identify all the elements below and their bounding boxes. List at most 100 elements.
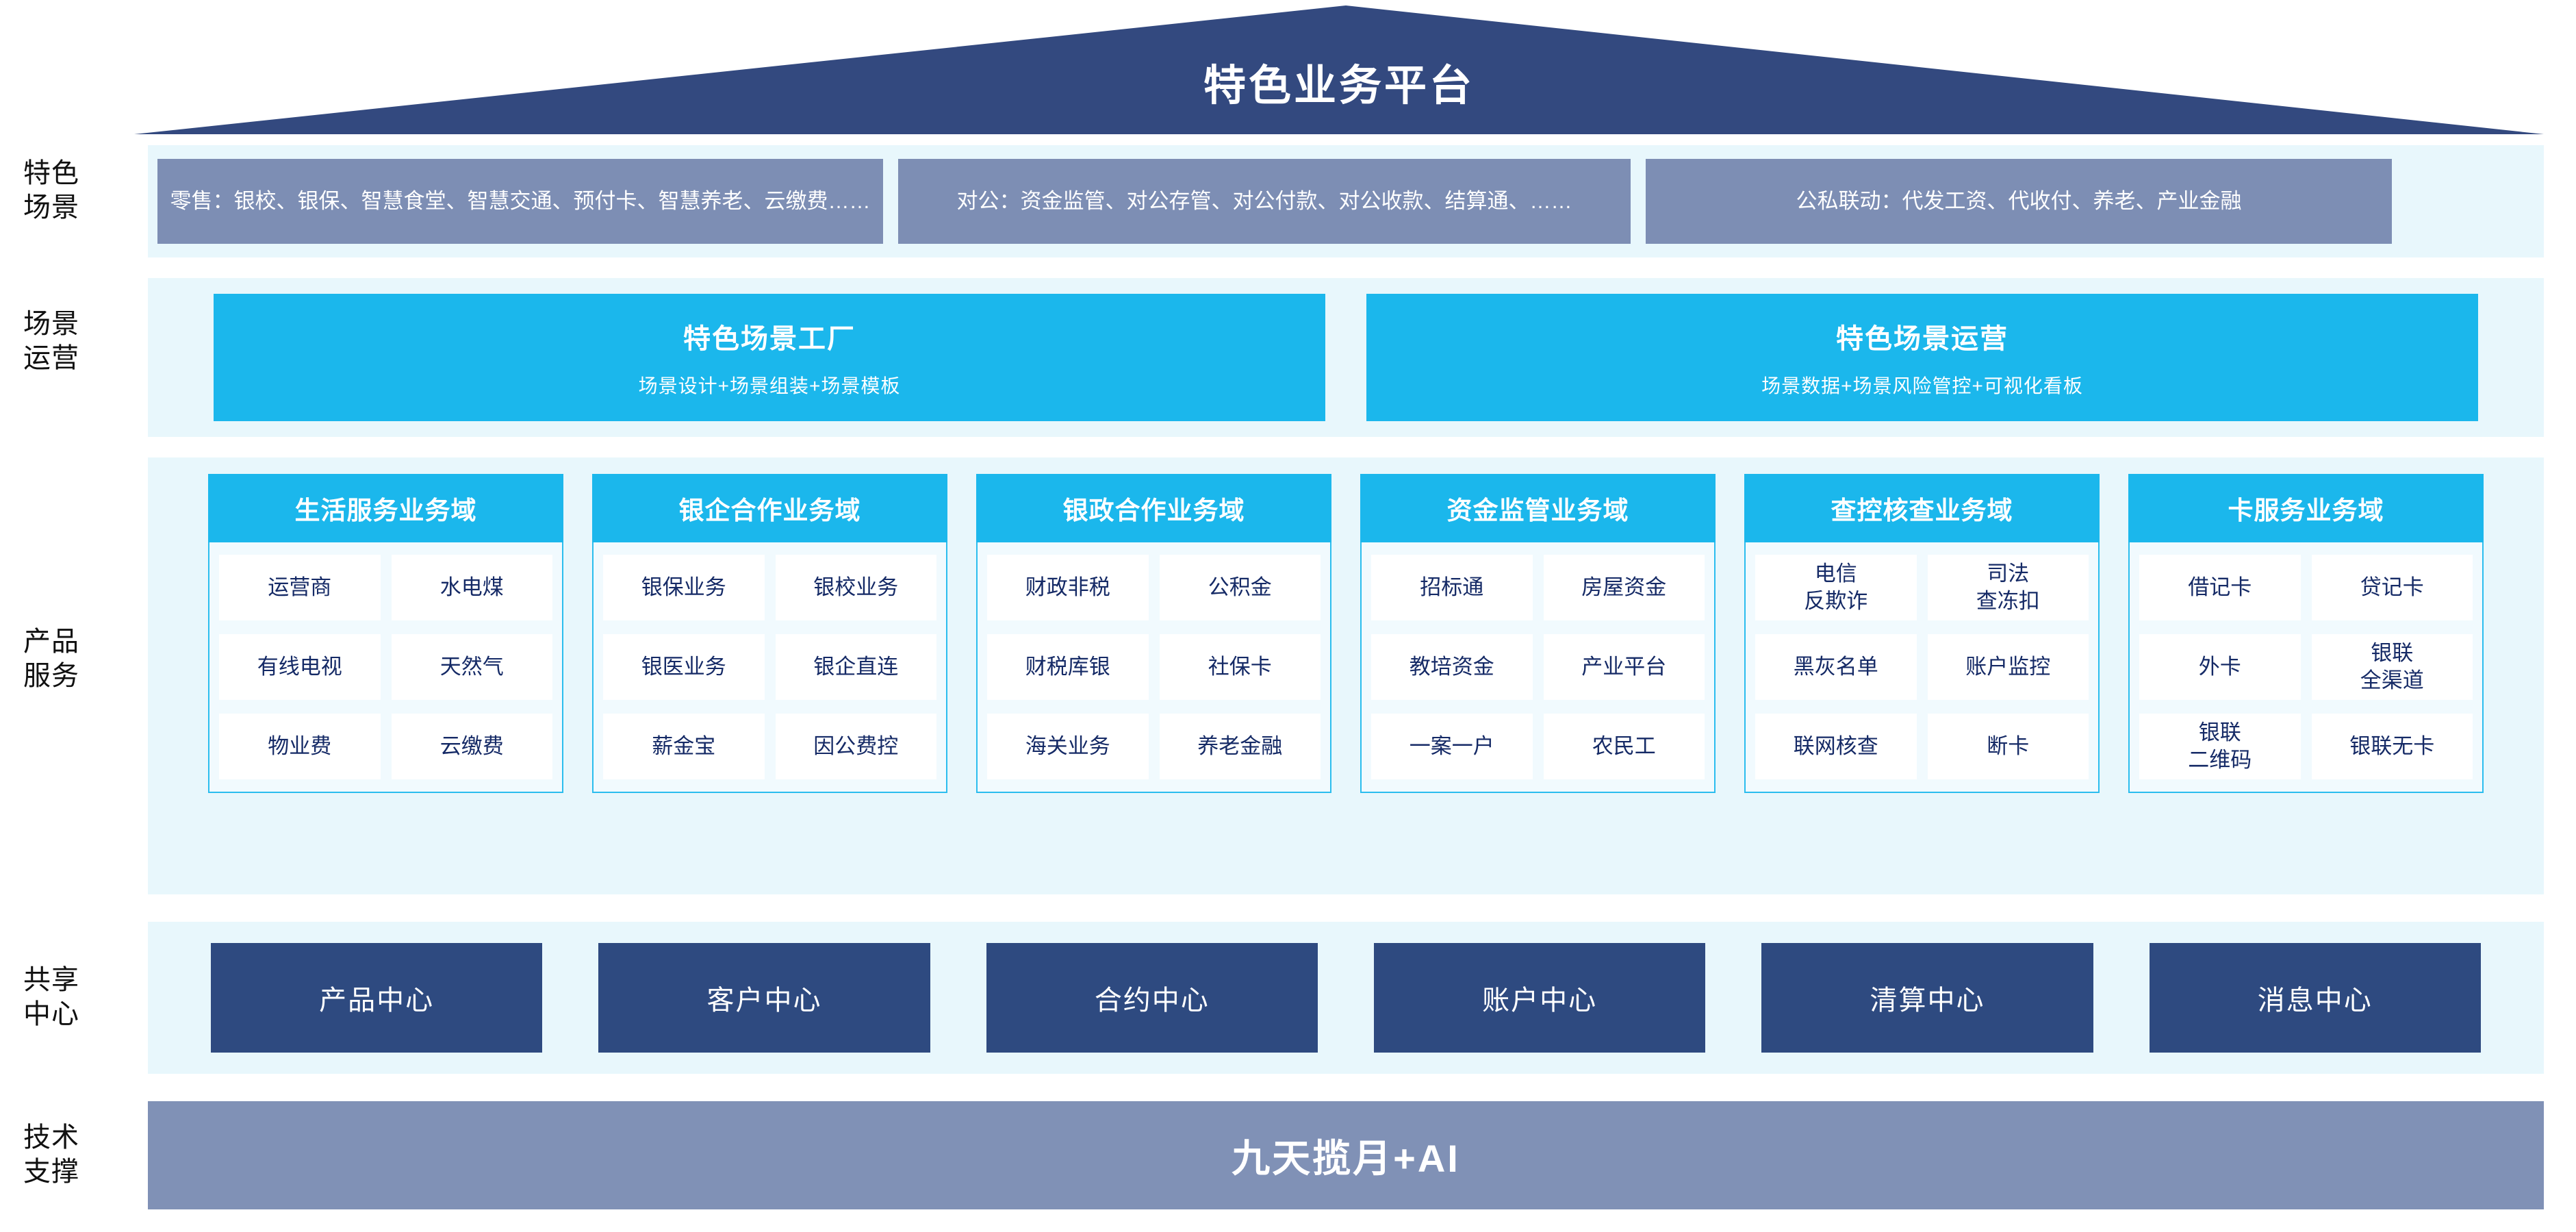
scene-box-public-private[interactable]: 公私联动：代发工资、代收付、养老、产业金融 [1646,159,2392,244]
row-label-scene: 特色 场景 [23,156,140,225]
domain-cell-row: 招标通 房屋资金 [1371,555,1705,620]
domain-cell[interactable]: 银保业务 [603,555,765,620]
domain-cell[interactable]: 因公费控 [775,714,936,779]
domain-cell[interactable]: 电信 反欺诈 [1755,555,1917,620]
domain-title-investigation-control: 查控核查业务域 [1744,474,2100,542]
operations-title-scene-operation: 特色场景运营 [1836,324,2008,354]
domain-cell[interactable]: 财政非税 [987,555,1149,620]
product-domain-list: 生活服务业务域 运营商 水电煤 有线电视 天然气 物业费 云缴费 银企合作业务域 [148,457,2544,894]
domain-cell[interactable]: 账户监控 [1927,634,2089,700]
shared-center-settlement[interactable]: 清算中心 [1761,943,2093,1053]
domain-cell[interactable]: 农民工 [1543,714,1705,779]
tech-support-band: 九天揽月+AI [148,1101,2544,1209]
domain-cell[interactable]: 社保卡 [1159,634,1321,700]
domain-body-investigation-control: 电信 反欺诈 司法 查冻扣 黑灰名单 账户监控 联网核查 断卡 [1744,542,2100,793]
domain-title-life-service: 生活服务业务域 [208,474,563,542]
row-label-tech-line2: 支撑 [23,1157,79,1187]
domain-cell[interactable]: 物业费 [219,714,381,779]
domain-cell[interactable]: 断卡 [1927,714,2089,779]
domain-cell[interactable]: 借记卡 [2139,555,2301,620]
domain-cell[interactable]: 产业平台 [1543,634,1705,700]
domain-cell-row: 海关业务 养老金融 [987,714,1321,779]
domain-cell[interactable]: 银医业务 [603,634,765,700]
domain-title-fund-supervision: 资金监管业务域 [1360,474,1716,542]
domain-cell[interactable]: 银校业务 [775,555,936,620]
domain-cell[interactable]: 招标通 [1371,555,1533,620]
shared-center-message[interactable]: 消息中心 [2149,943,2481,1053]
domain-cell[interactable]: 海关业务 [987,714,1149,779]
row-label-product-line1: 产品 [23,627,79,657]
row-label-shared-line2: 中心 [23,999,79,1029]
operations-box-scene-factory[interactable]: 特色场景工厂 场景设计+场景组装+场景模板 [214,294,1325,421]
platform-roof: 特色业务平台 [134,5,2544,134]
shared-center-list: 产品中心 客户中心 合约中心 账户中心 清算中心 消息中心 [148,922,2544,1074]
domain-title-bank-government: 银政合作业务域 [976,474,1331,542]
scene-box-retail[interactable]: 零售：银校、银保、智慧食堂、智慧交通、预付卡、智慧养老、云缴费…… [157,159,883,244]
domain-cell-row: 教培资金 产业平台 [1371,634,1705,700]
operations-subtitle-scene-operation: 场景数据+场景风险管控+可视化看板 [1761,375,2083,397]
domain-cell[interactable]: 运营商 [219,555,381,620]
operations-box-scene-operation[interactable]: 特色场景运营 场景数据+场景风险管控+可视化看板 [1366,294,2478,421]
domain-cell-row: 银保业务 银校业务 [603,555,936,620]
domain-cell-row: 电信 反欺诈 司法 查冻扣 [1755,555,2089,620]
domain-body-bank-enterprise: 银保业务 银校业务 银医业务 银企直连 薪金宝 因公费控 [592,542,947,793]
domain-cell-row: 黑灰名单 账户监控 [1755,634,2089,700]
domain-cell[interactable]: 外卡 [2139,634,2301,700]
domain-title-bank-enterprise: 银企合作业务域 [592,474,947,542]
row-label-ops-line2: 运营 [23,343,79,373]
domain-cell[interactable]: 银联无卡 [2311,714,2473,779]
domain-body-card-service: 借记卡 贷记卡 外卡 银联 全渠道 银联 二维码 银联无卡 [2128,542,2484,793]
scene-box-corporate[interactable]: 对公：资金监管、对公存管、对公付款、对公收款、结算通、…… [898,159,1631,244]
row-label-scene-line1: 特色 [23,158,79,188]
row-label-tech-line1: 技术 [23,1122,79,1153]
domain-body-bank-government: 财政非税 公积金 财税库银 社保卡 海关业务 养老金融 [976,542,1331,793]
domain-body-life-service: 运营商 水电煤 有线电视 天然气 物业费 云缴费 [208,542,563,793]
row-label-ops: 场景 运营 [23,307,140,375]
operations-list: 特色场景工厂 场景设计+场景组装+场景模板 特色场景运营 场景数据+场景风险管控… [148,278,2544,437]
domain-cell[interactable]: 银联 全渠道 [2311,634,2473,700]
shared-center-account[interactable]: 账户中心 [1373,943,1706,1053]
roof-triangle-shape [134,5,2544,134]
domain-cell[interactable]: 银联 二维码 [2139,714,2301,779]
domain-cell[interactable]: 云缴费 [391,714,552,779]
domain-cell-row: 财政非税 公积金 [987,555,1321,620]
shared-center-customer[interactable]: 客户中心 [598,943,930,1053]
row-label-scene-line2: 场景 [23,192,79,223]
shared-center-product[interactable]: 产品中心 [211,943,543,1053]
domain-cell[interactable]: 银企直连 [775,634,936,700]
domain-cell[interactable]: 养老金融 [1159,714,1321,779]
product-band: 生活服务业务域 运营商 水电煤 有线电视 天然气 物业费 云缴费 银企合作业务域 [148,457,2544,894]
domain-cell[interactable]: 黑灰名单 [1755,634,1917,700]
scene-list: 零售：银校、银保、智慧食堂、智慧交通、预付卡、智慧养老、云缴费…… 对公：资金监… [148,145,2544,257]
domain-cell[interactable]: 贷记卡 [2311,555,2473,620]
domain-life-service: 生活服务业务域 运营商 水电煤 有线电视 天然气 物业费 云缴费 [208,474,563,793]
shared-center-band: 产品中心 客户中心 合约中心 账户中心 清算中心 消息中心 [148,922,2544,1074]
tech-support-title: 九天揽月+AI [1232,1136,1460,1180]
domain-cell-row: 有线电视 天然气 [219,634,552,700]
operations-subtitle-scene-factory: 场景设计+场景组装+场景模板 [638,375,901,397]
domain-cell-row: 外卡 银联 全渠道 [2139,634,2473,700]
domain-card-service: 卡服务业务域 借记卡 贷记卡 外卡 银联 全渠道 银联 二维码 银联无卡 [2128,474,2484,793]
domain-cell[interactable]: 水电煤 [391,555,552,620]
domain-cell[interactable]: 财税库银 [987,634,1149,700]
domain-cell[interactable]: 薪金宝 [603,714,765,779]
shared-center-contract[interactable]: 合约中心 [986,943,1318,1053]
domain-cell[interactable]: 司法 查冻扣 [1927,555,2089,620]
domain-cell-row: 薪金宝 因公费控 [603,714,936,779]
platform-title: 特色业务平台 [1203,62,1475,110]
domain-cell-row: 一案一户 农民工 [1371,714,1705,779]
operations-band: 特色场景工厂 场景设计+场景组装+场景模板 特色场景运营 场景数据+场景风险管控… [148,278,2544,437]
domain-cell[interactable]: 教培资金 [1371,634,1533,700]
scene-band: 零售：银校、银保、智慧食堂、智慧交通、预付卡、智慧养老、云缴费…… 对公：资金监… [148,145,2544,257]
domain-cell[interactable]: 联网核查 [1755,714,1917,779]
domain-cell[interactable]: 天然气 [391,634,552,700]
domain-cell-row: 借记卡 贷记卡 [2139,555,2473,620]
row-label-shared-line1: 共享 [23,965,79,995]
domain-cell[interactable]: 有线电视 [219,634,381,700]
domain-cell[interactable]: 房屋资金 [1543,555,1705,620]
row-label-product: 产品 服务 [23,625,140,693]
domain-cell-row: 运营商 水电煤 [219,555,552,620]
domain-fund-supervision: 资金监管业务域 招标通 房屋资金 教培资金 产业平台 一案一户 农民工 [1360,474,1716,793]
domain-cell[interactable]: 公积金 [1159,555,1321,620]
domain-cell[interactable]: 一案一户 [1371,714,1533,779]
